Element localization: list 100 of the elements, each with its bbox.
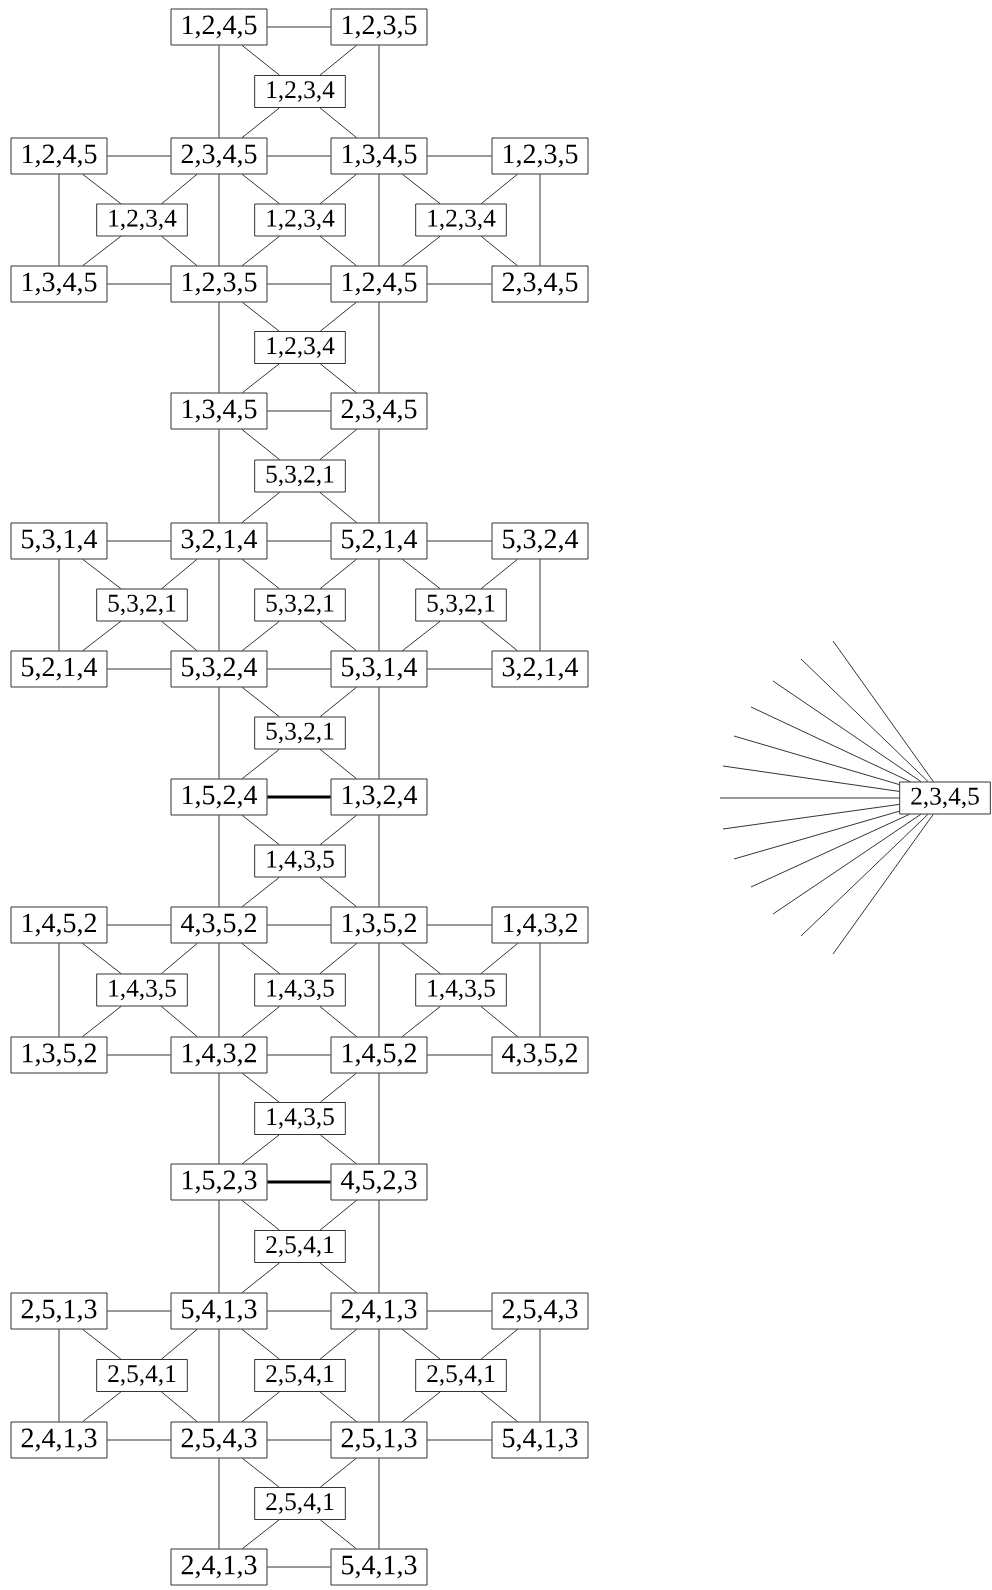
- connector-line: [427, 924, 492, 926]
- sequence-box: 1,3,5,2: [330, 906, 428, 944]
- connector-line: [241, 1262, 280, 1293]
- connector-line: [82, 236, 122, 266]
- sequence-box: 5,3,2,4: [170, 650, 268, 688]
- connector-line: [241, 877, 280, 907]
- connector-line: [378, 687, 380, 779]
- connector-line: [107, 155, 171, 157]
- connector-line: [161, 174, 198, 204]
- sequence-box: 4,3,5,2: [170, 906, 268, 944]
- connector-line: [82, 943, 122, 974]
- connector-line: [241, 492, 280, 523]
- connector-line: [241, 1329, 280, 1360]
- connector-line: [241, 1200, 280, 1231]
- sequence-box: 5,4,1,3: [491, 1421, 589, 1459]
- sequence-box: 5,3,2,1: [254, 588, 346, 622]
- sequence-box: 3,2,1,4: [170, 522, 268, 560]
- sequence-box: 1,3,4,5: [330, 137, 428, 175]
- sequence-box: 5,3,2,1: [254, 716, 346, 750]
- connector-line: [218, 1200, 220, 1293]
- connector-line: [58, 174, 60, 266]
- connector-line: [320, 1458, 357, 1488]
- connector-line: [319, 815, 357, 845]
- sequence-box: 1,3,4,5: [170, 392, 268, 430]
- connector-line: [319, 621, 357, 651]
- connector-line: [401, 943, 441, 974]
- sequence-box: 1,4,3,5: [254, 844, 346, 878]
- sequence-box: 1,4,5,2: [330, 1036, 428, 1074]
- connector-line: [161, 1006, 198, 1037]
- connector-line: [427, 668, 492, 670]
- sequence-box: 2,5,4,3: [170, 1421, 268, 1459]
- connector-line: [402, 621, 441, 651]
- connector-line: [241, 815, 280, 845]
- connector-line: [402, 559, 441, 589]
- connector-line: [378, 815, 380, 907]
- connector-line: [241, 749, 280, 779]
- line: [719, 797, 900, 799]
- connector-line: [378, 943, 380, 1037]
- connector-line: [378, 174, 380, 266]
- connector-line: [539, 559, 541, 651]
- connector-line: [241, 943, 280, 974]
- sequence-box: 1,4,3,5: [254, 973, 346, 1007]
- connector-line: [378, 1073, 380, 1164]
- connector-line: [107, 540, 171, 542]
- connector-line: [539, 943, 541, 1037]
- connector-line: [320, 1134, 357, 1164]
- connector-line: [218, 815, 220, 907]
- sequence-box: 5,4,1,3: [330, 1548, 428, 1586]
- connector-line: [241, 45, 280, 76]
- sequence-box: 4,5,2,3: [330, 1163, 428, 1201]
- sequence-box: 2,5,4,1: [254, 1487, 346, 1520]
- sequence-box: 2,5,4,1: [254, 1230, 346, 1263]
- connector-line: [320, 1073, 357, 1103]
- sequence-box: 2,5,4,1: [96, 1359, 188, 1392]
- connector-line: [320, 363, 357, 393]
- connector-line: [480, 1006, 519, 1037]
- sequence-box: 1,4,3,2: [170, 1036, 268, 1074]
- sequence-box: 2,4,1,3: [10, 1421, 108, 1459]
- sequence-box: 2,5,4,1: [254, 1359, 346, 1392]
- sequence-box: 2,5,4,3: [491, 1292, 589, 1330]
- connector-line: [267, 26, 331, 28]
- sequence-box: 1,4,3,5: [415, 973, 507, 1007]
- sequence-box: 2,4,1,3: [170, 1548, 268, 1586]
- connector-line: [218, 429, 220, 523]
- connector-line: [267, 1054, 331, 1056]
- connector-line: [427, 1054, 492, 1056]
- sequence-box: 1,2,3,4: [254, 75, 346, 108]
- connector-line: [161, 621, 198, 651]
- line: [772, 814, 922, 915]
- connector-line: [402, 174, 441, 204]
- sequence-box: 2,3,4,5: [170, 137, 268, 175]
- connector-line: [241, 429, 280, 460]
- connector-line: [539, 1329, 541, 1422]
- connector-line: [161, 1391, 198, 1422]
- connector-line: [241, 559, 280, 589]
- line: [772, 680, 922, 782]
- sequence-box: 1,3,4,5: [10, 265, 108, 303]
- sequence-box: 1,5,2,3: [170, 1163, 268, 1201]
- connector-line: [319, 687, 357, 717]
- connector-line: [319, 492, 358, 523]
- line: [733, 810, 900, 860]
- sequence-box: 1,4,3,5: [96, 973, 188, 1007]
- connector-line: [82, 1329, 122, 1360]
- connector-line: [161, 236, 198, 266]
- line: [722, 765, 900, 792]
- connector-line: [241, 174, 280, 204]
- connector-line: [58, 1329, 60, 1422]
- connector-line: [82, 1391, 122, 1422]
- connector-line: [218, 687, 220, 779]
- connector-line: [480, 1391, 518, 1422]
- connector-line: [241, 107, 280, 138]
- line: [832, 814, 934, 955]
- connector-line: [427, 540, 492, 542]
- connector-line: [218, 1458, 220, 1549]
- sequence-box: 1,2,3,4: [254, 331, 346, 364]
- connector-line: [267, 1310, 331, 1312]
- connector-line: [319, 1200, 357, 1231]
- connector-line: [161, 1329, 198, 1360]
- sequence-box: 1,2,3,4: [96, 203, 188, 237]
- connector-line: [427, 155, 492, 157]
